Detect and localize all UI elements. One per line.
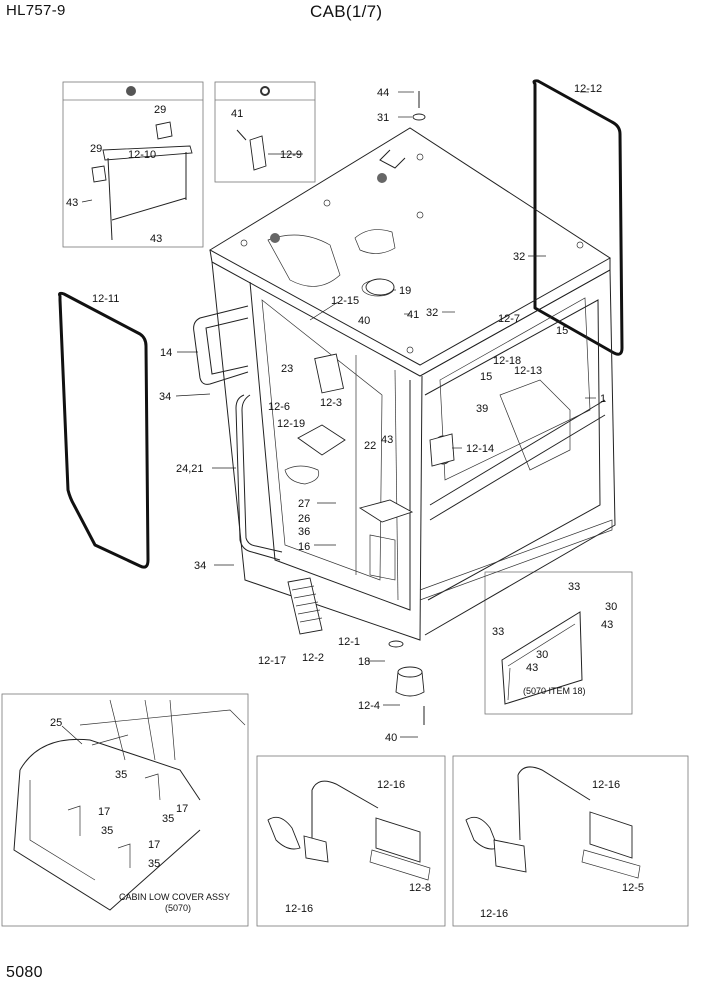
inset-12-8-box: [256, 755, 446, 927]
label-34-b: 34: [194, 560, 206, 572]
label-27: 27: [298, 498, 310, 510]
door-latch-art: [267, 766, 641, 881]
label-15-a: 15: [556, 325, 568, 337]
label-12-3: 12-3: [320, 397, 342, 409]
part-labels: 44 31 12-12 41 12-9 29 29 12-10 43 43 32…: [50, 83, 644, 920]
label-40-b: 40: [385, 732, 397, 744]
label-26: 26: [298, 513, 310, 525]
inset-12-10-box: [62, 81, 204, 248]
label-41-b: 41: [407, 309, 419, 321]
handrail-14: [193, 305, 249, 385]
inset-5070-item18-box: [484, 571, 633, 715]
label-17-c: 17: [148, 839, 160, 851]
label-33-a: 33: [568, 581, 580, 593]
cab-body: [211, 261, 616, 641]
label-12-10: 12-10: [128, 149, 156, 161]
label-35-b: 35: [162, 813, 174, 825]
label-5070: (5070): [165, 903, 191, 913]
label-43-e: 43: [526, 662, 538, 674]
label-30-b: 30: [536, 649, 548, 661]
roof-plug-icon: [270, 233, 280, 243]
label-12-15: 12-15: [331, 295, 359, 307]
cabin-low-cover-art: [13, 699, 246, 911]
label-43-b: 43: [150, 233, 162, 245]
bin-12-14: [429, 433, 455, 467]
sunshade-12-10: [102, 145, 193, 161]
label-40-a: 40: [358, 315, 370, 327]
label-39: 39: [476, 403, 488, 415]
label-12-17: 12-17: [258, 655, 286, 667]
label-15-b: 15: [480, 371, 492, 383]
label-19: 19: [399, 285, 411, 297]
inset-12-9-box: [214, 81, 316, 183]
label-29-a: 29: [154, 104, 166, 116]
label-25: 25: [50, 717, 62, 729]
label-12-16-a: 12-16: [377, 779, 405, 791]
label-12-1: 12-1: [338, 636, 360, 648]
inset-cabin-low-cover-box: [1, 693, 249, 927]
label-35-c: 35: [101, 825, 113, 837]
label-17-a: 17: [176, 803, 188, 815]
latch-12-9: [249, 135, 267, 171]
label-30-a: 30: [605, 601, 617, 613]
inset-12-5-box: [452, 755, 689, 927]
label-12-4: 12-4: [358, 700, 380, 712]
page-title: CAB(1/7): [310, 2, 383, 21]
label-34-a: 34: [159, 391, 171, 403]
label-5070-item-18: (5070 ITEM 18): [523, 686, 586, 696]
label-12-2: 12-2: [302, 652, 324, 664]
label-18: 18: [358, 656, 370, 668]
label-1: 1: [600, 393, 606, 405]
label-43-a: 43: [66, 197, 78, 209]
label-23: 23: [281, 363, 293, 375]
filter-12-2: [287, 577, 323, 635]
small-parts: [91, 91, 455, 725]
label-12-18: 12-18: [493, 355, 521, 367]
page-number: 5080: [6, 964, 43, 981]
label-22: 22: [364, 440, 376, 452]
label-12-16-b: 12-16: [285, 903, 313, 915]
roof-plug-icon: [377, 173, 387, 183]
label-43-d: 43: [601, 619, 613, 631]
label-12-9: 12-9: [280, 149, 302, 161]
label-29-b: 29: [90, 143, 102, 155]
label-32-a: 32: [513, 251, 525, 263]
leader-lines: [81, 91, 596, 738]
label-41-a: 41: [231, 108, 243, 120]
label-24-21: 24,21: [176, 463, 204, 475]
label-12-11: 12-11: [92, 293, 119, 305]
label-35-d: 35: [148, 858, 160, 870]
label-12-19: 12-19: [277, 418, 305, 430]
label-33-b: 33: [492, 626, 504, 638]
label-12-12: 12-12: [574, 83, 602, 95]
item18-art: [501, 611, 583, 705]
label-32-b: 32: [426, 307, 438, 319]
label-12-7: 12-7: [498, 313, 520, 325]
label-36: 36: [298, 526, 310, 538]
label-17-b: 17: [98, 806, 110, 818]
lamp-19: [365, 278, 395, 296]
label-cabin-low-cover-assy: CABIN LOW COVER ASSY: [119, 892, 230, 902]
label-12-13: 12-13: [514, 365, 542, 377]
label-43-c: 43: [381, 434, 393, 446]
inset-marker-icon: [260, 86, 270, 96]
inset-marker-icon: [126, 86, 136, 96]
label-12-14: 12-14: [466, 443, 494, 455]
label-35-a: 35: [115, 769, 127, 781]
seal-12-12: [532, 79, 624, 356]
label-12-16-d: 12-16: [480, 908, 508, 920]
label-12-16-c: 12-16: [592, 779, 620, 791]
label-12-6: 12-6: [268, 401, 290, 413]
label-14: 14: [160, 347, 172, 359]
label-31: 31: [377, 112, 389, 124]
seal-12-11: [58, 291, 150, 569]
label-16: 16: [298, 541, 310, 553]
label-12-5: 12-5: [622, 882, 644, 894]
label-44: 44: [377, 87, 389, 99]
model-name: HL757-9: [6, 2, 66, 19]
cab-roof: [209, 127, 611, 377]
inset-boxes: [1, 81, 689, 927]
label-12-8: 12-8: [409, 882, 431, 894]
